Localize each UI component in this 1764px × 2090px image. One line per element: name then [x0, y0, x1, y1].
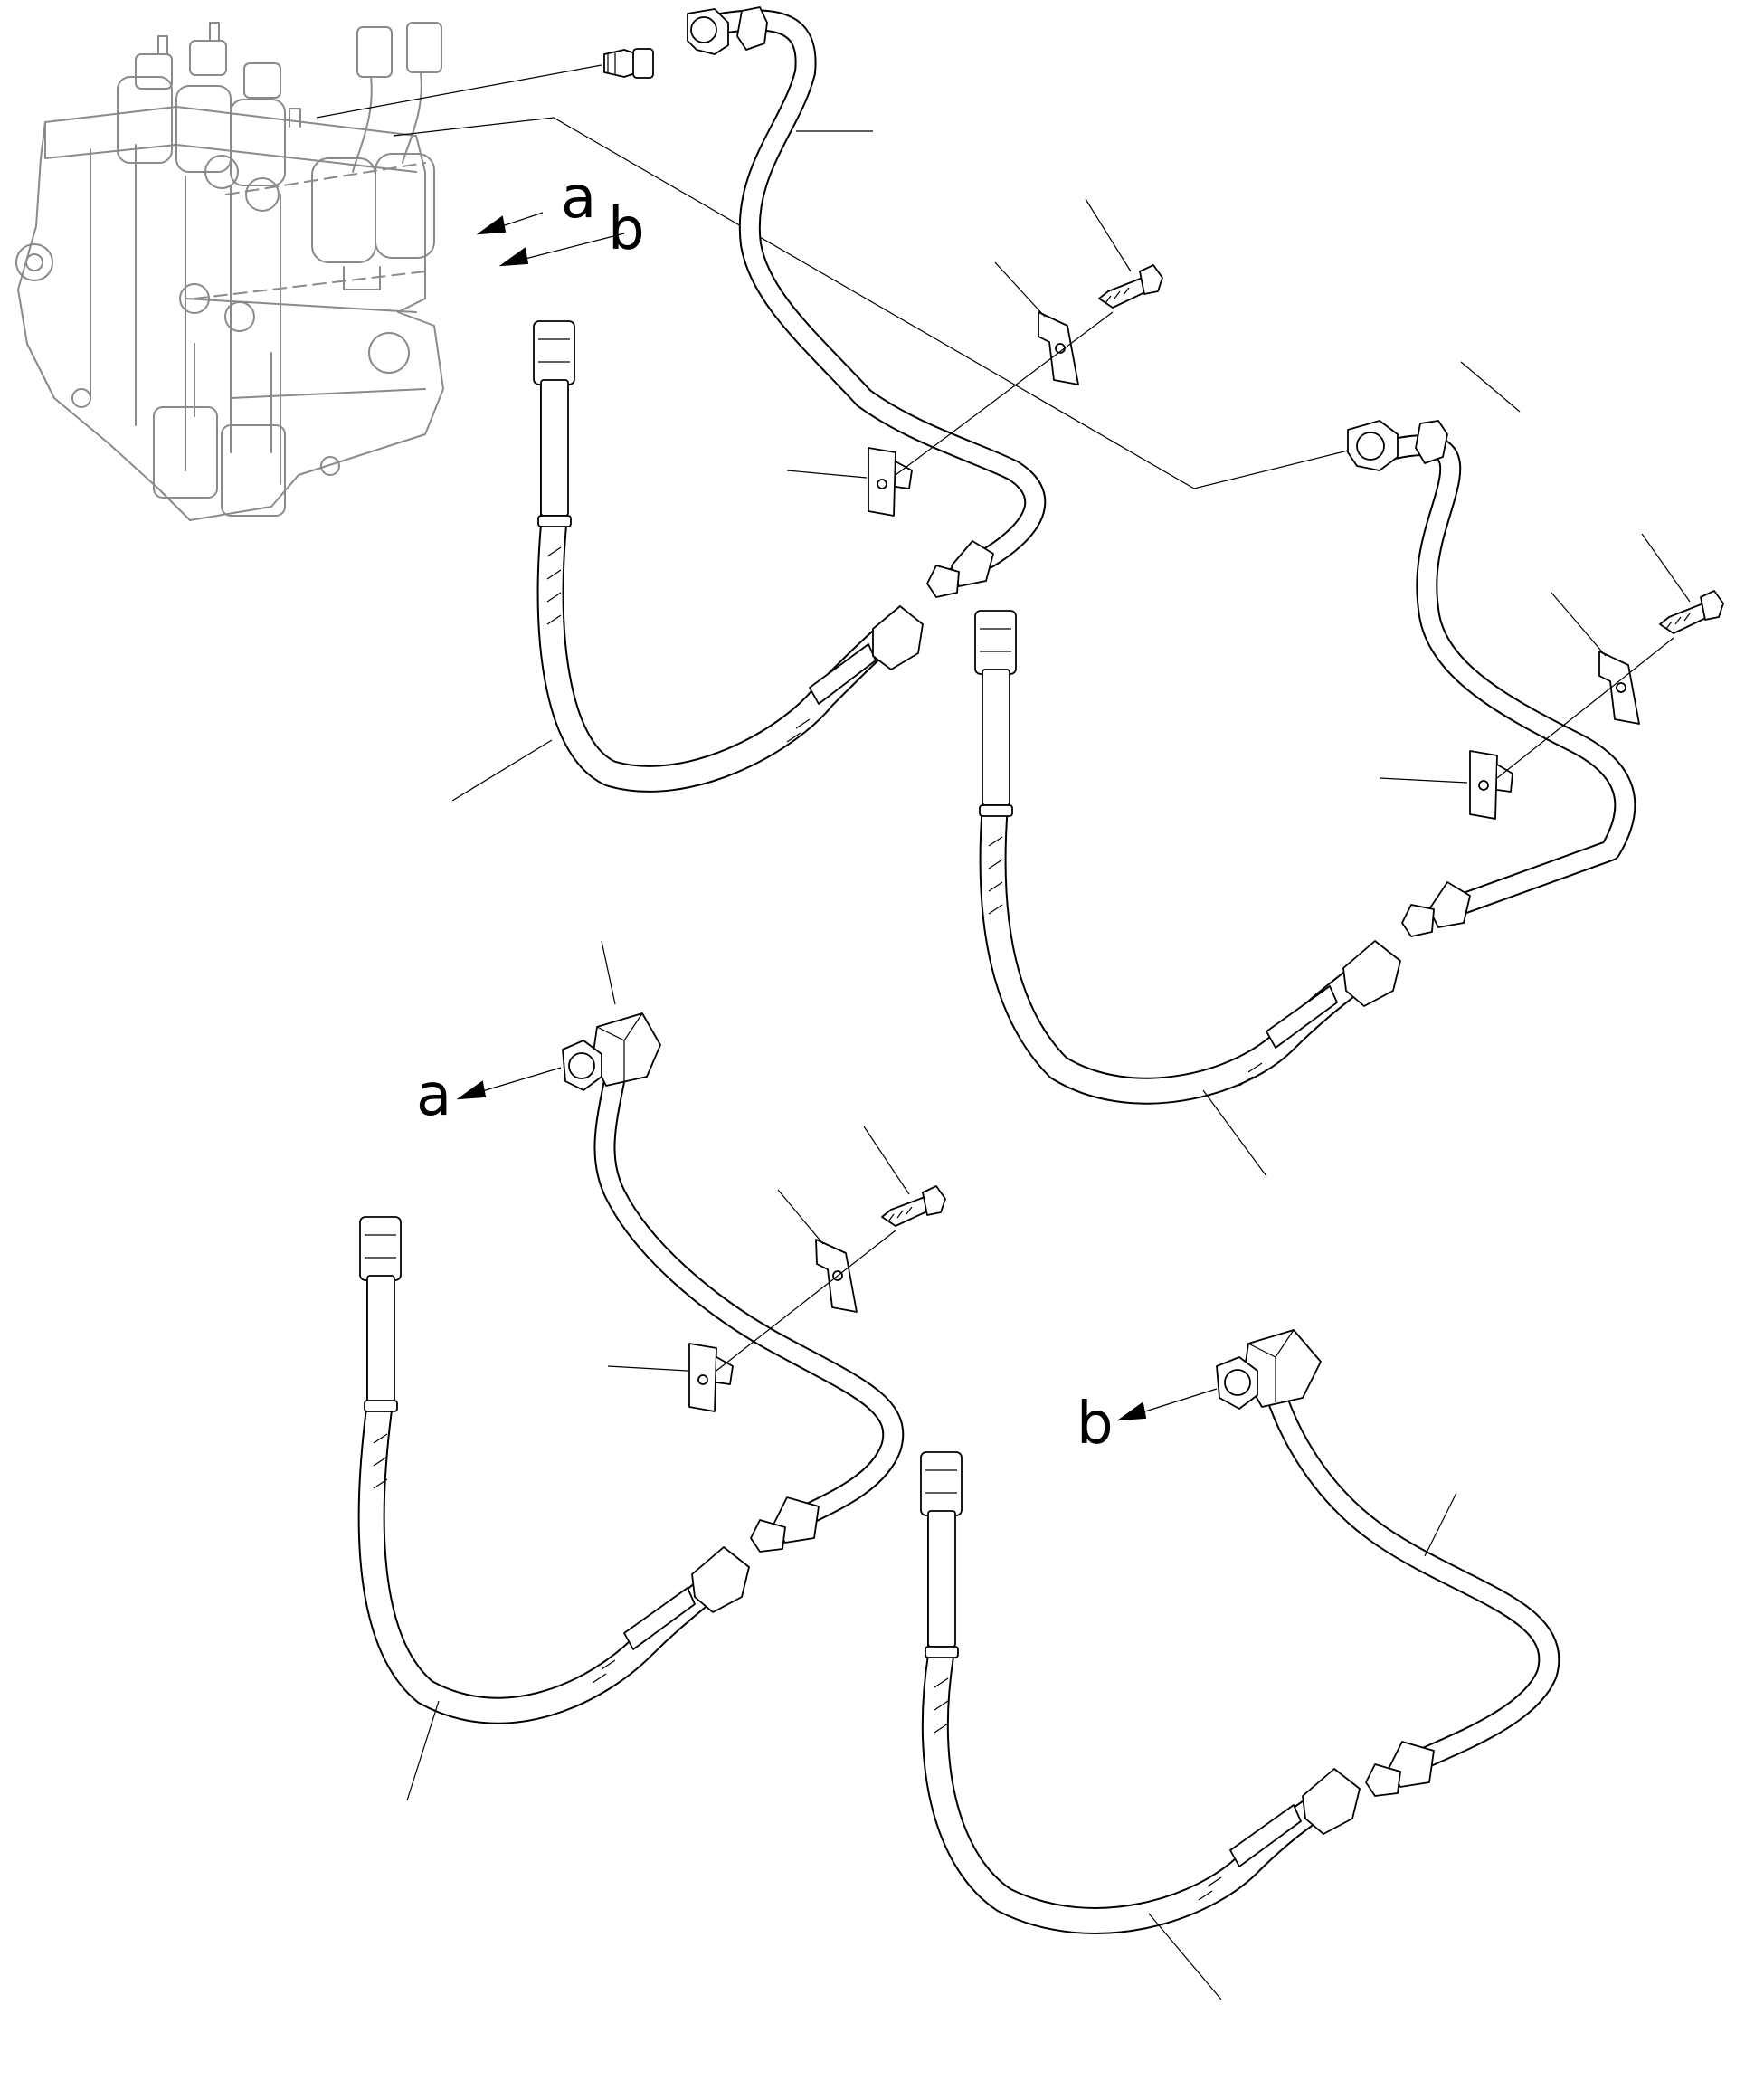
pipe-assembly-2 [1347, 361, 1636, 937]
arrow-a-bottom: a [416, 1062, 562, 1129]
arrow-label-a-top: a [561, 165, 596, 232]
top-direction-arrows: a b [476, 165, 645, 267]
hose-assembly-1 [451, 320, 924, 802]
pipe-assembly-1 [687, 6, 1047, 598]
bracket-clamp-1 [786, 198, 1163, 517]
hose-assembly-4 [920, 1451, 1361, 2000]
arrow-label-a-bottom: a [416, 1062, 451, 1129]
control-valve-assembly [15, 22, 444, 521]
pipe-assembly-3 [562, 940, 905, 1553]
arrow-label-b-bottom: b [1076, 1391, 1114, 1458]
pipe-assembly-4 [1216, 1329, 1560, 1797]
hose-assembly-2 [974, 610, 1401, 1177]
arrow-b-bottom: b [1076, 1388, 1218, 1458]
bracket-clamp-3 [607, 1126, 946, 1412]
hose-assembly-3 [357, 1216, 750, 1801]
bracket-clamp-2 [1379, 533, 1724, 820]
top-union-fitting [603, 48, 654, 79]
valve-leader-lines [316, 64, 1349, 489]
arrow-label-b-top: b [608, 196, 645, 263]
